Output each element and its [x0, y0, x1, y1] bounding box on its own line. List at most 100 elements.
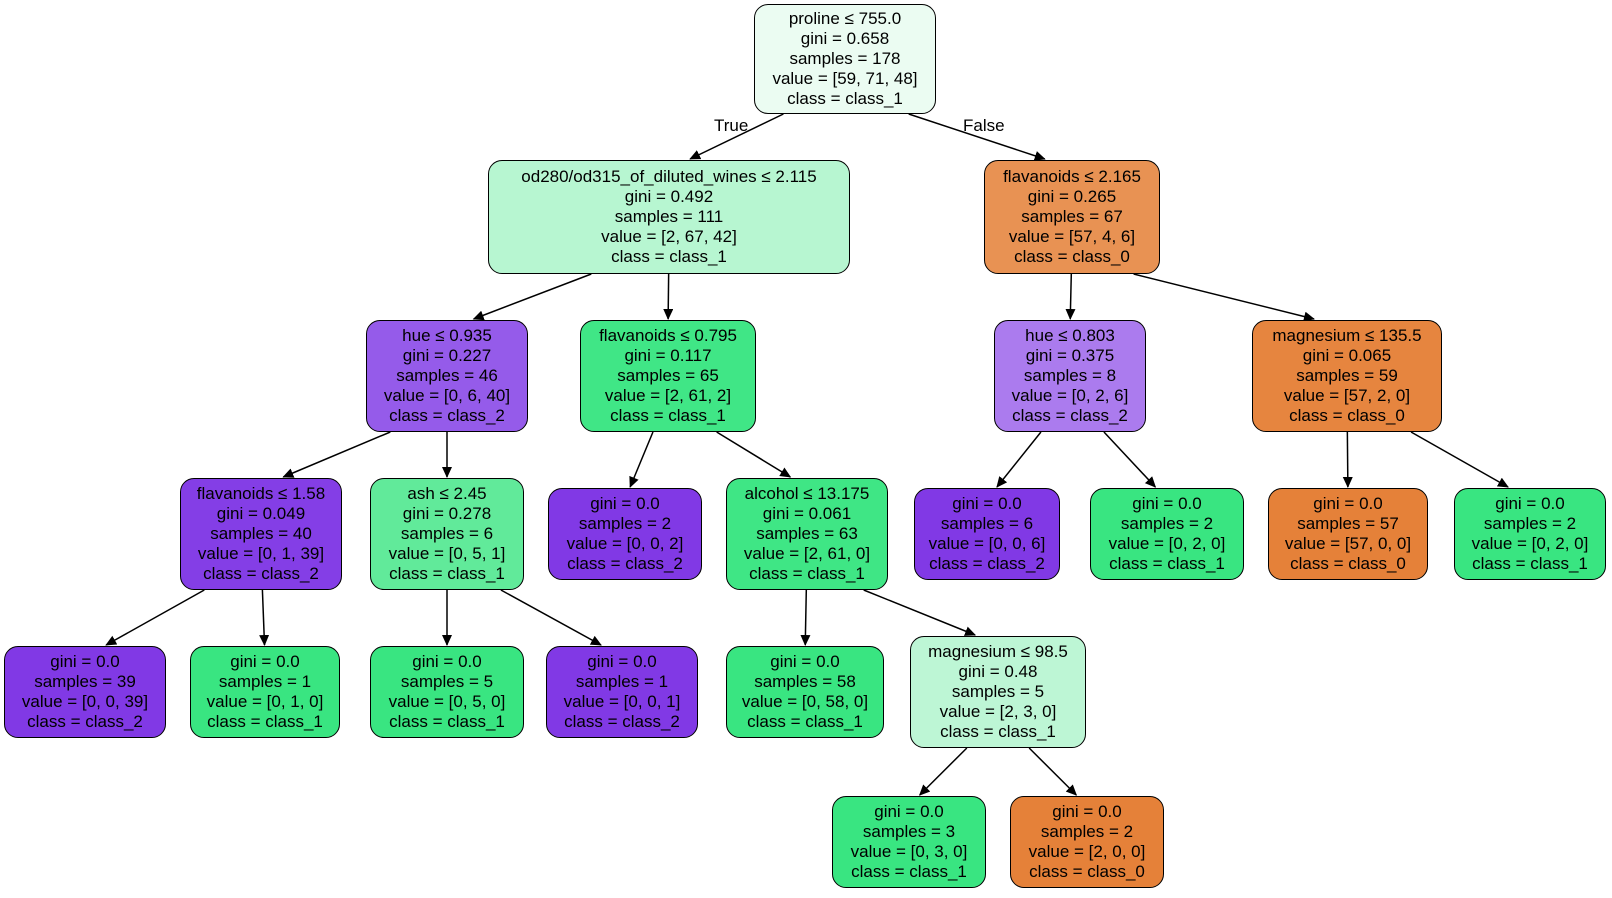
node-text-line: flavanoids ≤ 0.795: [599, 326, 737, 345]
tree-edge-arrow: [629, 431, 654, 488]
node-text-line: value = [0, 2, 0]: [1471, 534, 1589, 553]
node-text-line: samples = 5: [400, 672, 494, 691]
node-text-line: value = [57, 2, 0]: [1283, 386, 1411, 405]
false-edge-label: False: [963, 116, 1005, 135]
node-text-line: class = class_2: [27, 712, 143, 731]
node-text-line: class = class_2: [1012, 406, 1128, 425]
node-text-line: class = class_1: [610, 406, 726, 425]
node-text-line: od280/od315_of_diluted_wines ≤ 2.115: [521, 167, 817, 186]
node-text-line: value = [59, 71, 48]: [772, 69, 918, 88]
node-text-line: gini = 0.0: [590, 494, 660, 513]
node-text-line: samples = 67: [1021, 207, 1123, 226]
tree-edge-arrow: [472, 273, 592, 321]
node-text-line: value = [0, 5, 0]: [388, 692, 506, 711]
node-text-line: samples = 6: [940, 514, 1034, 533]
node-text-line: samples = 2: [1040, 822, 1134, 841]
tree-edge-arrow: [500, 589, 602, 646]
node-text-line: value = [0, 1, 0]: [206, 692, 324, 711]
node-text-line: samples = 111: [614, 207, 724, 226]
node-text-line: samples = 6: [400, 524, 494, 543]
tree-edge-arrow: [918, 747, 968, 796]
node-text-line: class = class_2: [389, 406, 505, 425]
node-text-line: value = [0, 1, 39]: [197, 544, 325, 563]
node-text-line: gini = 0.0: [412, 652, 482, 671]
node-text-line: class = class_1: [389, 712, 505, 731]
node-text-line: samples = 1: [218, 672, 312, 691]
node-text-line: gini = 0.0: [1495, 494, 1565, 513]
node-text-line: samples = 178: [789, 49, 901, 68]
node-text-line: class = class_1: [787, 89, 903, 108]
node-text-line: gini = 0.278: [402, 504, 492, 523]
node-text-line: gini = 0.0: [770, 652, 840, 671]
node-text-line: class = class_2: [203, 564, 319, 583]
node-text-line: class = class_0: [1290, 554, 1406, 573]
node-text-line: samples = 59: [1296, 366, 1398, 385]
node-text-line: samples = 5: [951, 682, 1045, 701]
node-text-line: gini = 0.0: [1313, 494, 1383, 513]
node-text-line: value = [0, 0, 6]: [928, 534, 1046, 553]
node-text-line: samples = 39: [34, 672, 136, 691]
node-text-line: value = [2, 3, 0]: [939, 702, 1057, 721]
node-text-line: value = [2, 67, 42]: [601, 227, 737, 246]
node-text-line: gini = 0.227: [402, 346, 492, 365]
node-text-line: value = [0, 58, 0]: [741, 692, 869, 711]
node-text-line: value = [2, 61, 0]: [743, 544, 871, 563]
node-text-line: class = class_1: [851, 862, 967, 881]
tree-edge-arrow: [863, 589, 977, 636]
tree-edge-arrow: [1103, 431, 1157, 488]
node-text-line: gini = 0.0: [874, 802, 944, 821]
node-text-line: gini = 0.065: [1302, 346, 1392, 365]
node-text-line: value = [0, 5, 1]: [388, 544, 506, 563]
tree-edge-arrow: [282, 431, 391, 478]
tree-edge-arrow: [1133, 273, 1315, 322]
node-text-line: value = [57, 0, 0]: [1284, 534, 1412, 553]
node-text-line: class = class_1: [1472, 554, 1588, 573]
node-text-line: gini = 0.48: [958, 662, 1038, 681]
node-text-line: gini = 0.375: [1025, 346, 1115, 365]
tree-edge-arrow: [996, 431, 1042, 488]
tree-edge-arrow: [689, 113, 784, 160]
node-text-line: value = [0, 0, 1]: [563, 692, 681, 711]
node-text-line: samples = 65: [617, 366, 719, 385]
node-text-line: gini = 0.049: [216, 504, 306, 523]
node-text-line: flavanoids ≤ 2.165: [1003, 167, 1141, 186]
node-text-line: gini = 0.0: [1132, 494, 1202, 513]
node-text-line: gini = 0.061: [762, 504, 852, 523]
node-text-line: magnesium ≤ 98.5: [928, 642, 1068, 661]
node-text-line: class = class_0: [1014, 247, 1130, 266]
node-text-line: samples = 46: [396, 366, 498, 385]
node-text-line: gini = 0.0: [952, 494, 1022, 513]
tree-edge-arrow: [908, 113, 1046, 161]
tree-edge-arrow: [1028, 747, 1078, 796]
tree-edge-arrow: [1065, 273, 1076, 320]
node-text-line: samples = 8: [1023, 366, 1117, 385]
tree-edge-arrow: [1342, 431, 1353, 488]
node-text-line: class = class_1: [1109, 554, 1225, 573]
tree-edge-arrow: [105, 589, 205, 646]
node-text-line: gini = 0.117: [624, 346, 712, 365]
node-text-line: class = class_2: [564, 712, 680, 731]
node-text-line: value = [2, 0, 0]: [1028, 842, 1146, 861]
node-text-line: value = [0, 0, 2]: [566, 534, 684, 553]
node-text-line: gini = 0.265: [1027, 187, 1117, 206]
node-text-line: class = class_2: [929, 554, 1045, 573]
tree-edge-arrow: [663, 273, 674, 320]
